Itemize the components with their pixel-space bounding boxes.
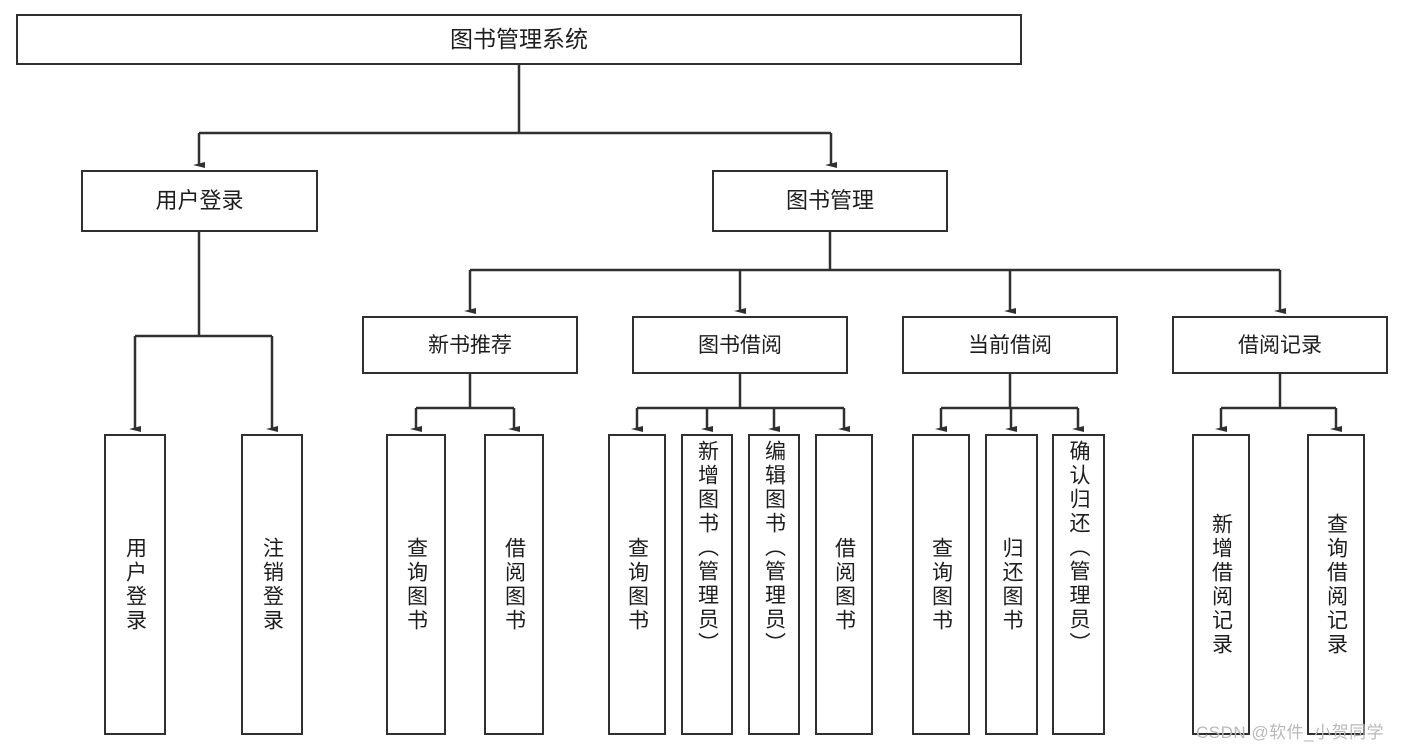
node-leaf-edit-book-admin-label: 编辑图书（管理员）	[762, 440, 786, 656]
node-leaf-return-book[interactable]: 归还图书	[985, 434, 1038, 735]
node-leaf-query-borrow-record-label: 查询借阅记录	[1324, 512, 1348, 657]
node-leaf-add-book-admin-label: 新增图书（管理员）	[695, 440, 719, 656]
edge-group-book-borrow	[631, 374, 850, 432]
watermark-text: CSDN @软件_小贺同学	[1196, 723, 1385, 742]
node-leaf-borrow-book[interactable]: 借阅图书	[815, 434, 873, 735]
edge-group-current-borrow	[935, 374, 1084, 432]
node-new-book-recommendation[interactable]: 新书推荐	[362, 316, 578, 374]
node-leaf-user-login-label: 用户登录	[123, 536, 147, 633]
edge-group-new-book-rec	[410, 374, 520, 432]
node-leaf-query-book-current[interactable]: 查询图书	[912, 434, 970, 735]
node-leaf-query-book-borrow-label: 查询图书	[625, 536, 649, 633]
node-new-book-recommendation-label: 新书推荐	[428, 333, 512, 357]
node-user-login-label: 用户登录	[155, 188, 244, 213]
node-user-login[interactable]: 用户登录	[81, 170, 318, 232]
node-root-label: 图书管理系统	[450, 26, 588, 52]
edge-group-book-manage	[464, 232, 1286, 314]
node-leaf-add-borrow-record[interactable]: 新增借阅记录	[1192, 434, 1250, 735]
node-leaf-return-book-label: 归还图书	[1000, 536, 1023, 633]
edge-group-borrow-record	[1215, 374, 1342, 432]
node-current-borrow[interactable]: 当前借阅	[902, 316, 1118, 374]
node-leaf-user-logout-label: 注销登录	[260, 536, 284, 633]
node-borrow-record-label: 借阅记录	[1238, 333, 1322, 357]
node-root-system[interactable]: 图书管理系统	[16, 14, 1022, 65]
node-leaf-query-book-current-label: 查询图书	[929, 536, 953, 633]
node-leaf-borrow-book-recommendation-label: 借阅图书	[502, 536, 526, 633]
node-book-manage-label: 图书管理	[785, 188, 874, 213]
node-leaf-query-borrow-record[interactable]: 查询借阅记录	[1307, 434, 1365, 735]
node-book-borrow-label: 图书借阅	[698, 333, 782, 357]
node-leaf-confirm-return-admin[interactable]: 确认归还（管理员）	[1052, 434, 1105, 735]
node-leaf-confirm-return-admin-label: 确认归还（管理员）	[1067, 440, 1090, 656]
node-leaf-borrow-book-label: 借阅图书	[832, 536, 856, 633]
node-leaf-add-book-admin[interactable]: 新增图书（管理员）	[681, 434, 733, 735]
node-leaf-user-logout[interactable]: 注销登录	[241, 434, 303, 735]
node-leaf-borrow-book-recommendation[interactable]: 借阅图书	[484, 434, 544, 735]
node-book-borrow[interactable]: 图书借阅	[632, 316, 848, 374]
node-book-manage[interactable]: 图书管理	[712, 170, 948, 232]
edge-group-user-login	[129, 232, 278, 432]
node-current-borrow-label: 当前借阅	[968, 333, 1052, 357]
node-leaf-query-book-borrow[interactable]: 查询图书	[608, 434, 666, 735]
node-leaf-edit-book-admin[interactable]: 编辑图书（管理员）	[748, 434, 800, 735]
node-leaf-add-borrow-record-label: 新增借阅记录	[1209, 512, 1233, 657]
edge-group-root	[193, 65, 837, 168]
node-leaf-query-book-recommendation[interactable]: 查询图书	[386, 434, 446, 735]
node-leaf-user-login[interactable]: 用户登录	[104, 434, 166, 735]
node-borrow-record[interactable]: 借阅记录	[1172, 316, 1388, 374]
node-leaf-query-book-recommendation-label: 查询图书	[404, 536, 428, 633]
